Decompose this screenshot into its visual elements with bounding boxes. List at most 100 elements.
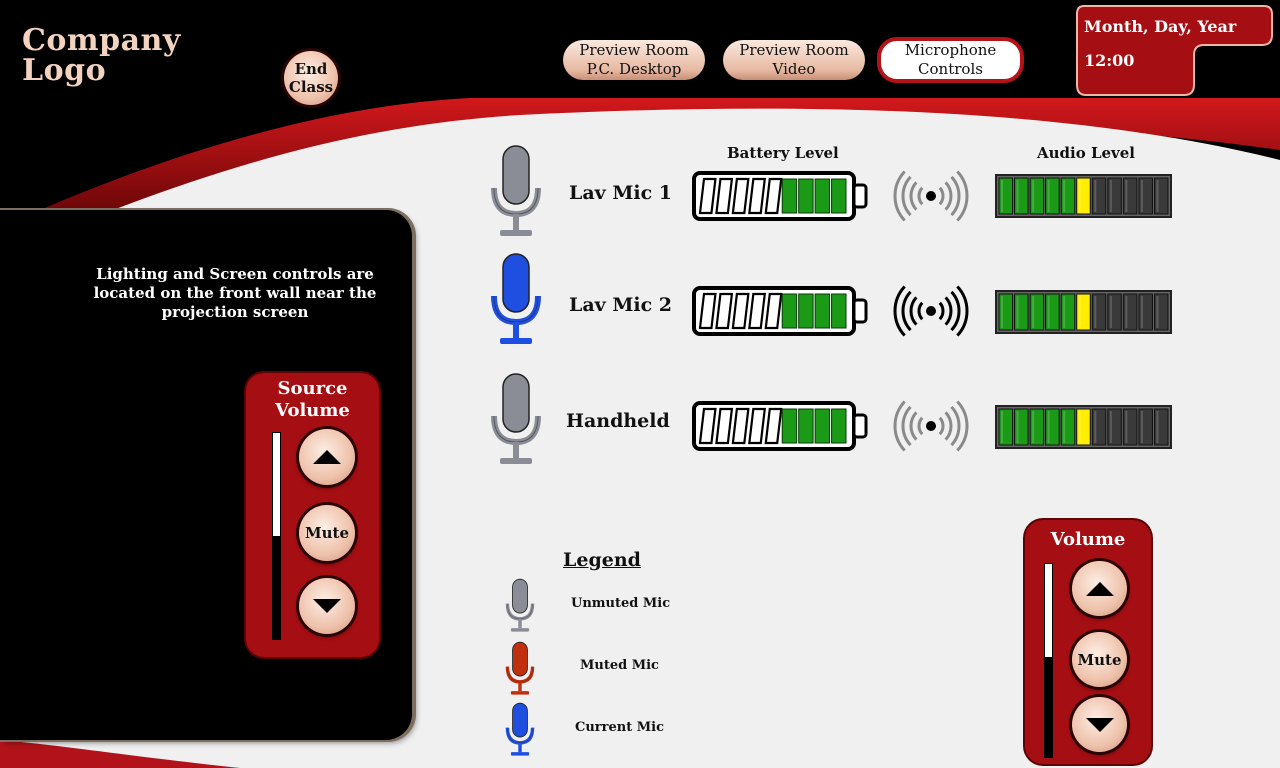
battery-segment-empty [698,292,717,330]
battery-segment-empty [698,177,717,215]
battery-segment-empty [748,407,767,445]
volume-down-button[interactable] [1072,697,1127,752]
audio-segment-shine [1016,180,1019,212]
audio-segment [1060,293,1076,331]
audio-segment [1029,408,1045,446]
mic-capsule [512,641,528,677]
audio-segment-shine [1140,180,1143,212]
mic-shape [491,373,541,464]
microphone-icon[interactable] [488,252,544,348]
wireless-signal-icon [893,400,969,452]
wireless-signal-icon [893,170,969,222]
audio-segment [998,293,1014,331]
mic-stem [513,442,519,458]
mic-cradle-outline [507,666,533,683]
battery-segment-empty [698,407,717,445]
mic-capsule [502,145,530,205]
audio-segment-shine [1032,180,1035,212]
signal-arc [893,285,906,337]
signal-dot [926,421,936,431]
audio-segment [1138,293,1153,331]
audio-segment [1045,293,1060,331]
audio-segment-shine [1078,411,1081,443]
nav-label-line-1: Microphone [904,41,997,59]
battery-segment [798,178,814,214]
signal-arc [909,181,918,211]
audio-level-header: Audio Level [1037,144,1136,162]
microphone-icon [505,641,535,695]
audio-segment-shine [1078,296,1081,328]
battery-segment [831,178,847,214]
audio-segment-shine [1001,411,1003,443]
mic-cradle-outline [507,603,533,620]
signal-arc [938,301,945,321]
logo-line-2: Logo [22,53,107,88]
audio-segment-shine [1156,180,1159,212]
triangle-down-icon [1085,717,1114,732]
nav-label-line-2: Controls [918,60,983,78]
datetime-box: Month, Day, Year 12:00 [1076,5,1272,95]
mic-capsule [502,253,530,313]
audio-segment-shine [1125,411,1128,443]
signal-arc [893,170,906,222]
audio-segment [1060,177,1076,215]
audio-level-meter [995,174,1172,218]
battery-terminal [852,183,868,209]
audio-segment-shine [1094,411,1097,443]
battery-segment [831,408,847,444]
mic-shape [491,253,541,344]
nav-label-line-1: Preview Room [739,41,849,59]
source-volume-down-button[interactable] [299,578,355,634]
battery-meter [692,401,868,451]
source-volume-slider[interactable] [272,432,281,640]
end-class-button[interactable]: End Class [284,51,338,105]
audio-segment-shine [1094,180,1097,212]
audio-segment-shine [1140,296,1143,328]
battery-segment [781,178,798,214]
source-volume-title-line-1: Source [277,378,348,399]
volume-slider-fill [1045,656,1052,757]
source-volume-up-button[interactable] [299,429,355,485]
microphone-icon [505,702,535,756]
audio-segment [1014,408,1029,446]
datetime-box-shape [1076,5,1273,96]
battery-terminal [852,413,868,439]
signal-arc [950,290,961,332]
signal-dot [926,191,936,201]
triangle-up-icon [1085,581,1114,596]
signal-arc [917,186,924,206]
nav-preview-pc-desktop[interactable]: Preview Room P.C. Desktop [563,40,705,80]
volume-slider[interactable] [1044,563,1053,758]
battery-segment-empty [715,292,734,330]
audio-segment-shine [1109,296,1112,328]
battery-segment [781,408,798,444]
battery-segment [814,293,831,329]
mic-base [510,752,530,756]
audio-segment [1153,177,1169,215]
audio-segment [1122,293,1138,331]
microphone-icon[interactable] [488,372,544,468]
battery-segment-empty [764,407,783,445]
mic-shape [505,578,535,632]
volume-mute-button[interactable]: Mute [1072,632,1127,687]
nav-microphone-controls[interactable]: Microphone Controls [877,37,1024,83]
audio-segment [1045,177,1060,215]
audio-segment-shine [1063,180,1066,212]
signal-dot [926,306,936,316]
signal-arc [944,411,953,441]
battery-segment [814,408,831,444]
mic-capsule [502,373,530,433]
source-volume-mute-button[interactable]: Mute [299,505,355,561]
mute-label: Mute [305,524,349,542]
microphone-icon [505,578,535,632]
date-text: Month, Day, Year [1084,17,1237,36]
mic-stem [518,681,522,692]
end-class-line-2: Class [288,78,334,96]
info-text: Lighting and Screen controls are located… [93,265,377,321]
audio-segment [998,408,1014,446]
nav-preview-video[interactable]: Preview Room Video [723,40,865,80]
mic-shape [505,641,535,695]
audio-segment-shine [1156,411,1159,443]
volume-up-button[interactable] [1072,561,1127,616]
microphone-icon[interactable] [488,144,544,240]
